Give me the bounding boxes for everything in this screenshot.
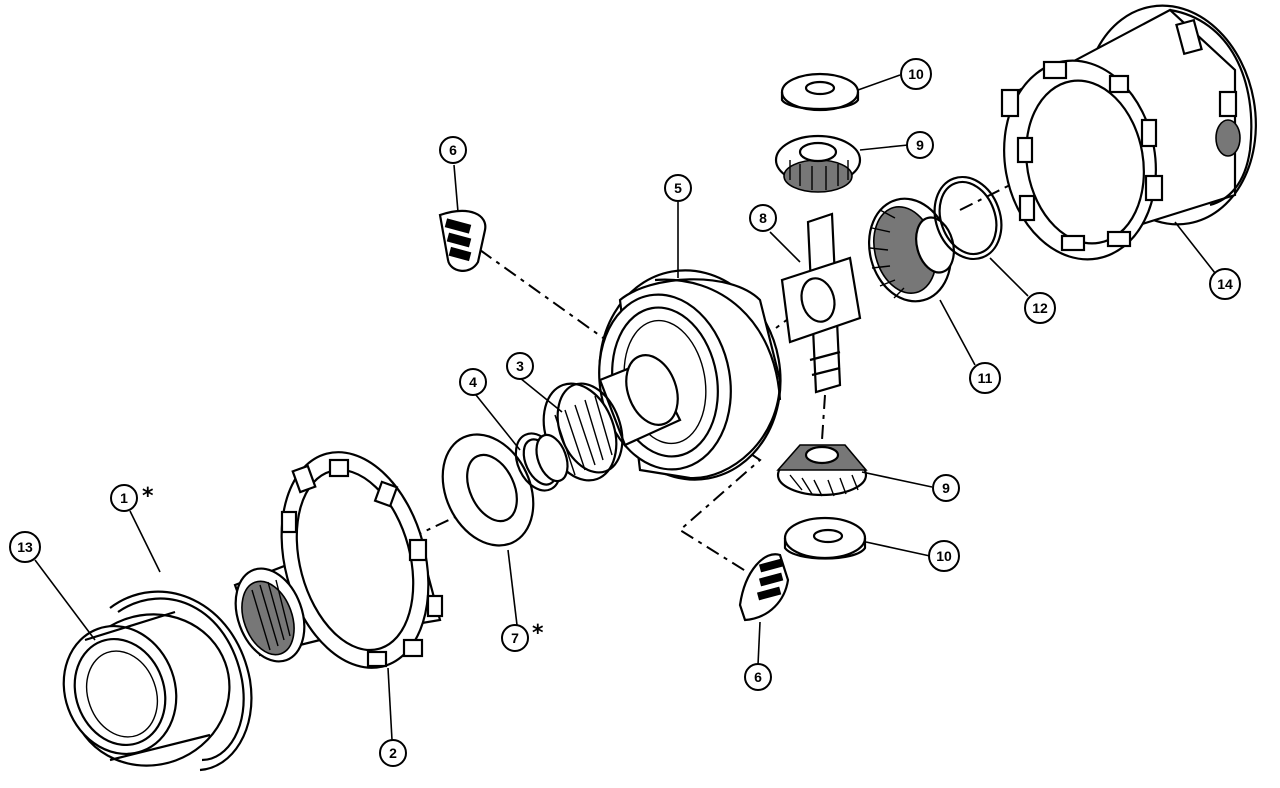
callout-10-lower: 10: [928, 540, 960, 572]
svg-text:9: 9: [942, 480, 950, 496]
callout-1-star: *: [142, 484, 154, 509]
thrust-washer-part: [441, 433, 535, 547]
callout-13: 13: [9, 531, 41, 563]
side-gear-part: [867, 197, 955, 303]
callout-2: 2: [379, 739, 407, 767]
svg-text:6: 6: [754, 669, 762, 685]
callout-10-upper: 10: [900, 58, 932, 90]
svg-text:11: 11: [978, 370, 993, 386]
bearing-shell-lower-part: [738, 553, 790, 622]
callout-7: 7: [501, 624, 529, 652]
callout-12: 12: [1024, 292, 1056, 324]
svg-text:6: 6: [449, 142, 457, 158]
bearing-cup-part: [62, 610, 231, 767]
svg-text:12: 12: [1032, 300, 1048, 316]
svg-text:5: 5: [674, 180, 682, 196]
callout-5: 5: [664, 174, 692, 202]
svg-text:3: 3: [516, 358, 524, 374]
callout-3: 3: [506, 352, 534, 380]
callout-6-upper: 6: [439, 136, 467, 164]
callout-8: 8: [749, 204, 777, 232]
ring-gear-part: [535, 269, 782, 483]
pinion-gear-upper-part: [774, 134, 862, 193]
svg-text:2: 2: [389, 745, 397, 761]
callout-11: 11: [969, 362, 1001, 394]
cross-shaft-part: [780, 212, 862, 394]
svg-text:8: 8: [759, 210, 767, 226]
callout-4: 4: [459, 368, 487, 396]
svg-text:10: 10: [908, 66, 924, 82]
callout-7-star: *: [532, 621, 544, 646]
pinion-washer-lower-part: [783, 516, 867, 560]
bearing-shell-upper-part: [438, 210, 487, 272]
leader-lines: [34, 74, 1216, 741]
callout-9-lower: 9: [932, 474, 960, 502]
svg-text:7: 7: [511, 630, 519, 646]
case-half-part: [233, 451, 444, 669]
shim-ring-part: [109, 590, 253, 772]
svg-text:10: 10: [936, 548, 952, 564]
svg-text:14: 14: [1217, 276, 1233, 292]
svg-text:13: 13: [17, 539, 33, 555]
svg-text:9: 9: [916, 137, 924, 153]
callout-1: 1: [110, 484, 138, 512]
callout-14: 14: [1209, 268, 1241, 300]
callout-6-lower: 6: [744, 663, 772, 691]
pinion-washer-upper-part: [780, 72, 860, 112]
pinion-gear-lower-part: [776, 444, 868, 497]
differential-case-part: [1000, 4, 1257, 261]
callout-9-upper: 9: [906, 131, 934, 159]
svg-text:4: 4: [469, 374, 477, 390]
side-gear-washer-part: [933, 175, 1003, 261]
svg-text:1: 1: [120, 490, 128, 506]
